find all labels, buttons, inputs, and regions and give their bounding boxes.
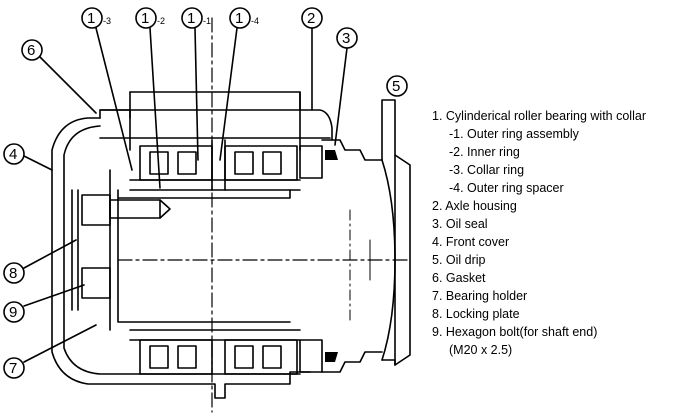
callout-1-3-num: 1 (87, 10, 95, 27)
callout-2-num: 2 (307, 10, 315, 27)
legend-item-7: 7. Bearing holder (432, 289, 528, 303)
callout-1-1 (181, 7, 203, 161)
callout-6 (21, 39, 97, 114)
upper-roller-d (262, 151, 282, 175)
hex-bolt-upper (81, 194, 111, 226)
bolt-tip-upper (159, 199, 171, 219)
upper-roller-c (234, 151, 254, 175)
bolt-shank-upper (109, 199, 161, 219)
upper-collar (299, 145, 323, 179)
lower-roller-b (177, 345, 197, 369)
legend-item-3: 3. Oil seal (432, 217, 488, 231)
legend-item-9: 9. Hexagon bolt(for shaft end) (432, 325, 598, 339)
lower-roller-left (139, 339, 213, 375)
callout-3 (334, 27, 358, 146)
callout-4 (3, 143, 53, 171)
callout-7-num: 7 (9, 360, 17, 377)
callout-5-num: 5 (392, 78, 400, 95)
callout-1-4 (219, 7, 251, 161)
callout-4-num: 4 (9, 146, 17, 163)
oil-seal-lip-upper (325, 150, 338, 160)
upper-roller-b (177, 151, 197, 175)
front-cover-inner (63, 125, 301, 375)
legend-item-1-3: -3. Collar ring (449, 163, 525, 177)
shaft-end (381, 99, 411, 366)
callout-1-3 (81, 7, 133, 171)
front-cover-step (99, 109, 131, 119)
callout-5 (386, 75, 408, 97)
legend-item-9-spec: (M20 x 2.5) (449, 343, 513, 357)
legend-item-4: 4. Front cover (432, 235, 510, 249)
legend-item-1-4: -4. Outer ring spacer (449, 181, 564, 195)
legend-item-6: 6. Gasket (432, 271, 486, 285)
callout-9 (3, 284, 85, 323)
front-cover (51, 117, 311, 399)
legend-item-1-2: -2. Inner ring (449, 145, 520, 159)
lower-collar (299, 339, 323, 373)
callout-2 (301, 7, 323, 111)
callout-8-num: 8 (9, 265, 17, 282)
callout-1-1-sub: -1 (203, 16, 211, 26)
callout-1-4-sub: -4 (251, 16, 259, 26)
legend-item-2: 2. Axle housing (432, 199, 517, 213)
hex-bolt-lower (81, 267, 111, 299)
legend-item-1-1: -1. Outer ring assembly (449, 127, 579, 141)
callout-8 (3, 239, 77, 284)
oil-seal-lip-lower (325, 352, 338, 362)
callout-1-4-num: 1 (235, 10, 243, 27)
oil-seal-lower (321, 351, 383, 373)
callout-1-3-sub: -3 (103, 16, 111, 26)
legend-item-5: 5. Oil drip (432, 253, 486, 267)
callout-3-num: 3 (342, 30, 350, 47)
callout-7 (3, 324, 97, 379)
shaft-outline (109, 169, 291, 331)
oil-seal-upper (321, 139, 383, 161)
lower-roller-d (262, 345, 282, 369)
parts-legend: 1. Cylinderical roller bearing with coll… (432, 107, 682, 359)
callout-9-num: 9 (9, 304, 17, 321)
callout-1-2-num: 1 (141, 10, 149, 27)
callout-1-1-num: 1 (187, 10, 195, 27)
callout-1-2 (135, 7, 161, 189)
legend-item-8: 8. Locking plate (432, 307, 520, 321)
lower-roller-a (149, 345, 169, 369)
axle-housing-top (99, 109, 333, 141)
callout-6-num: 6 (27, 42, 35, 59)
legend-item-1: 1. Cylinderical roller bearing with coll… (432, 109, 646, 123)
lower-roller-c (234, 345, 254, 369)
callout-1-2-sub: -2 (157, 16, 165, 26)
lower-roller-right (224, 339, 298, 375)
